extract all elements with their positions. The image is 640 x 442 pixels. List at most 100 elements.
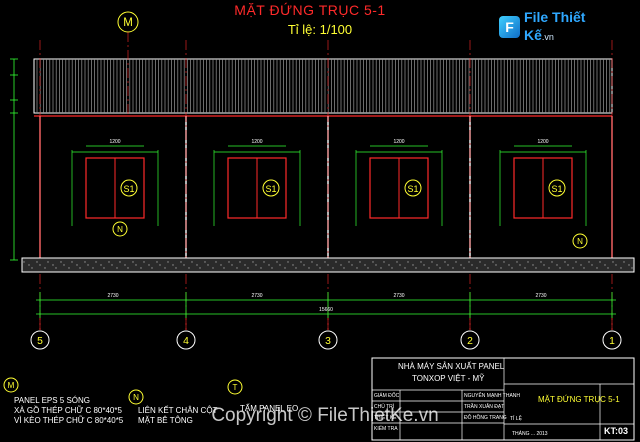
title-block-name: TRẦN XUÂN ĐẠT <box>464 404 505 410</box>
legend-bubble-m-circle <box>3 377 19 393</box>
ground-dot <box>68 267 70 269</box>
ground-dot <box>199 267 201 269</box>
ground-dot <box>583 267 585 269</box>
roof-hatch <box>36 59 611 113</box>
ground-dot <box>79 267 81 269</box>
ground-dot <box>343 267 345 269</box>
title-block-date: THÁNG ... 2013 <box>512 431 548 437</box>
bay-dim-label: 2730 <box>251 293 262 299</box>
ground-dot <box>231 264 233 266</box>
window-tag-label: S1 <box>265 184 276 194</box>
ground-dot <box>383 261 385 263</box>
ground-dot <box>247 267 249 269</box>
ground-dot <box>92 267 94 269</box>
ground-dot <box>503 261 505 263</box>
ground-dot <box>124 264 126 266</box>
ground-dot <box>559 267 561 269</box>
legend-n-line: LIÊN KẾT CHÂN CỘT <box>138 406 218 415</box>
ground-dot <box>351 264 353 266</box>
ground-dot <box>119 261 121 263</box>
bay-dim-label: 2730 <box>535 293 546 299</box>
ground-dot <box>567 264 569 266</box>
ground-dot <box>279 264 281 266</box>
bay-dim-label: 2730 <box>393 293 404 299</box>
ground-dot <box>300 261 302 263</box>
ground-dot <box>159 264 161 266</box>
ground-dot <box>495 264 497 266</box>
axis-bubble-4-label: 4 <box>183 336 189 347</box>
ground-dot <box>471 264 473 266</box>
ground-dot <box>556 264 558 266</box>
ground-dot <box>372 261 374 263</box>
ground-dot <box>620 267 622 269</box>
ground-dot <box>519 264 521 266</box>
ground-dot <box>340 264 342 266</box>
axis-bubble-top-label: M <box>123 17 133 29</box>
ground-dot <box>564 261 566 263</box>
ground-dot <box>396 261 398 263</box>
title-block-project-1: NHÀ MÁY SẢN XUẤT PANEL <box>398 362 505 371</box>
ground-dot <box>439 267 441 269</box>
ground-dot <box>623 261 625 263</box>
axis-bubble-3-circle <box>318 330 338 350</box>
detail-bubble-n1-circle <box>112 221 128 237</box>
axis-bubble-4-circle <box>176 330 196 350</box>
ground-dot <box>479 261 481 263</box>
ground-dot <box>303 264 305 266</box>
ground-dot <box>335 261 337 263</box>
ground-dot <box>164 267 166 269</box>
ground-dot <box>292 264 294 266</box>
ground-dot <box>460 264 462 266</box>
ground-dot <box>47 261 49 263</box>
ground-dot <box>524 267 526 269</box>
ground-dot <box>540 261 542 263</box>
ground-dot <box>31 267 33 269</box>
title-block-frame <box>371 357 635 441</box>
ground-dot <box>420 261 422 263</box>
ground-dot <box>487 267 489 269</box>
legend-m-line: PANEL EPS 5 SÓNG <box>14 396 91 405</box>
ground-dot <box>268 264 270 266</box>
ground-dot <box>28 264 30 266</box>
ground-dot <box>95 261 97 263</box>
legend-bubble-n-circle <box>128 389 144 405</box>
ground-dot <box>596 267 598 269</box>
ground-dot <box>172 264 174 266</box>
window-dim-label: 1200 <box>393 139 404 145</box>
site-logo[interactable]: F File Thiết Kế.vn <box>499 9 615 43</box>
ground-dot <box>148 264 150 266</box>
ground-dot <box>191 261 193 263</box>
title-block-name: NGUYỄN MẠNH THANH <box>464 393 521 399</box>
ground-dot <box>316 264 318 266</box>
ground-dot <box>492 261 494 263</box>
ground-dot <box>39 264 41 266</box>
ground-dot <box>108 261 110 263</box>
logo-suffix: .vn <box>541 32 554 42</box>
ground-dot <box>444 261 446 263</box>
title-block-sheet-no: KT:03 <box>604 426 629 436</box>
ground-dot <box>228 261 230 263</box>
ground-dot <box>284 267 286 269</box>
ground-dot <box>244 264 246 266</box>
legend-m-line: XÀ GỒ THÉP CHỮ C 80*40*5 <box>14 406 122 415</box>
ground-dot <box>599 261 601 263</box>
ground-dot <box>55 267 57 269</box>
window-dim-label: 1200 <box>537 139 548 145</box>
ground-hatch <box>23 261 633 269</box>
ground-dot <box>375 264 377 266</box>
ground-dot <box>407 261 409 263</box>
window-dim-label: 1200 <box>251 139 262 145</box>
ground-dot <box>276 261 278 263</box>
ground-dot <box>436 264 438 266</box>
ground-dot <box>287 261 289 263</box>
ground-dot <box>84 261 86 263</box>
detail-bubble-n1-label: N <box>117 225 123 234</box>
ground-dot <box>452 267 454 269</box>
ground-dot <box>140 267 142 269</box>
ground-dot <box>76 264 78 266</box>
ground-dot <box>196 264 198 266</box>
